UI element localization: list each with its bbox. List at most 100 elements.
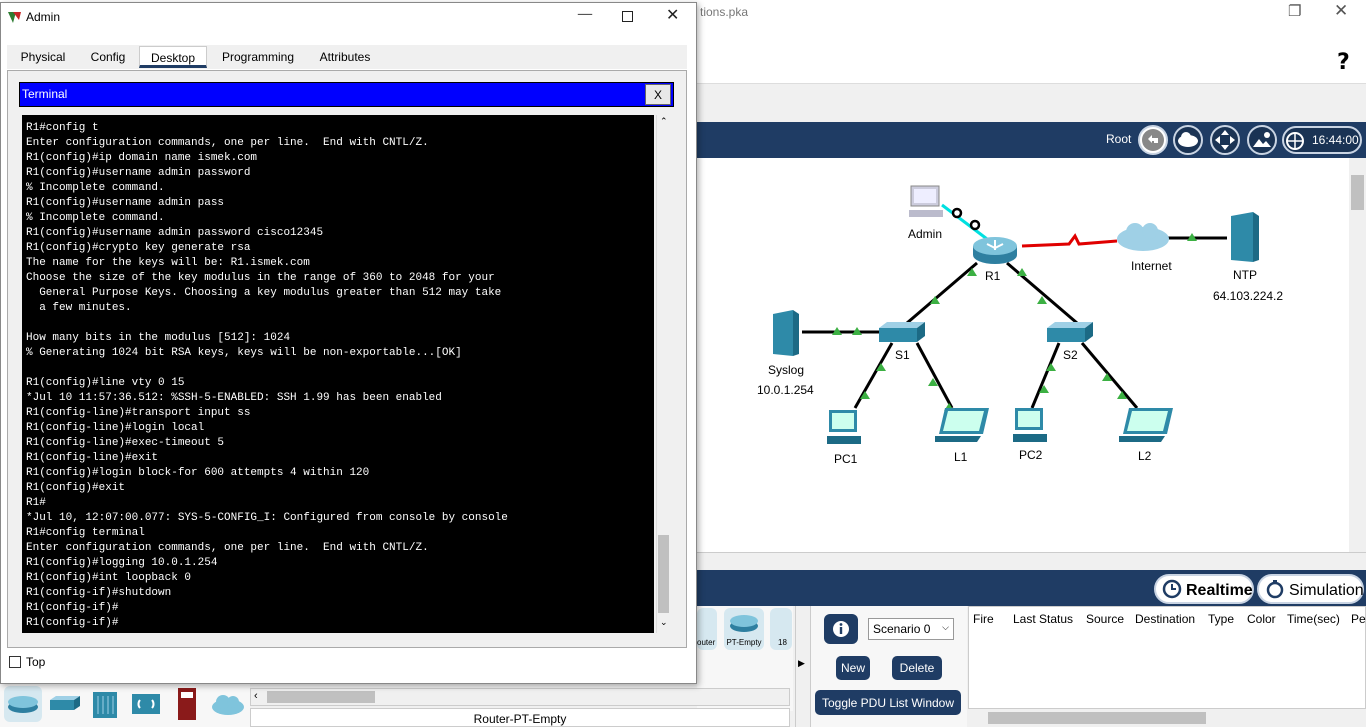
close-main-icon[interactable]: ✕ (1334, 1, 1349, 21)
terminal-line: R1(config)#ip domain name ismek.com (26, 152, 258, 164)
security-category-icon[interactable] (176, 686, 198, 722)
main-window-title: tions.pka (700, 5, 749, 19)
hubs-category-icon[interactable] (90, 688, 120, 720)
s1-switch-icon[interactable] (877, 320, 927, 346)
maximize-icon[interactable] (622, 11, 633, 22)
restore-icon[interactable]: ❐ (1288, 2, 1302, 20)
col-source[interactable]: Source (1086, 612, 1125, 626)
terminal-line: R1(config-line)#transport input ss (26, 407, 251, 419)
pc2-icon[interactable] (1011, 406, 1055, 446)
l1-label: L1 (954, 450, 968, 464)
terminal-line: *Jul 10 11:57:36.512: %SSH-5-ENABLED: SS… (26, 392, 442, 404)
terminal-line: *Jul 10, 12:07:00.077: SYS-5-CONFIG_I: C… (26, 512, 508, 524)
image-icon[interactable] (1247, 125, 1277, 155)
device-item-18[interactable]: 18 (770, 608, 792, 650)
switches-category-icon[interactable] (48, 694, 82, 714)
col-type[interactable]: Type (1208, 612, 1235, 626)
terminal-line: Enter configuration commands, one per li… (26, 137, 429, 149)
stopwatch-icon (1265, 579, 1285, 604)
terminal-scroll-thumb[interactable] (658, 535, 669, 613)
wan-emulation-category-icon[interactable] (210, 692, 246, 716)
terminal-line: R1(config)#int loopback 0 (26, 572, 192, 584)
new-button[interactable]: New (836, 656, 870, 680)
tab-config[interactable]: Config (90, 50, 126, 64)
device-scroll-thumb[interactable] (267, 691, 375, 703)
pc1-label: PC1 (834, 452, 858, 466)
admin-pc-icon[interactable] (907, 184, 947, 222)
internet-cloud-icon[interactable] (1115, 221, 1171, 253)
col-last-status[interactable]: Last Status (1013, 612, 1074, 626)
col-fire[interactable]: Fire (973, 612, 994, 626)
toggle-pdu-list-button[interactable]: Toggle PDU List Window (815, 690, 961, 715)
terminal-line: R1(config)#username admin password cisco… (26, 227, 324, 239)
pdu-list-table (968, 606, 1366, 709)
col-periodic[interactable]: Pe (1351, 612, 1366, 626)
device-item-outer[interactable]: outer (697, 608, 717, 650)
tab-attributes[interactable]: Attributes (319, 50, 371, 64)
pc2-label: PC2 (1019, 448, 1043, 462)
terminal-line: Enter configuration commands, one per li… (26, 542, 429, 554)
pdu-scroll-thumb[interactable] (988, 712, 1206, 724)
move-icon[interactable] (1210, 125, 1240, 155)
dialog-close-icon[interactable]: ✕ (666, 5, 680, 24)
r1-router-icon[interactable] (971, 236, 1019, 266)
minimize-icon[interactable]: — (577, 4, 593, 23)
terminal-line: R1(config)#exit (26, 482, 126, 494)
terminal-close-button[interactable]: X (645, 84, 671, 105)
chevron-down-icon: ⌵ (942, 622, 949, 632)
col-destination[interactable]: Destination (1135, 612, 1196, 626)
canvas-horizontal-scrollbar[interactable] (697, 552, 1366, 570)
r1-label: R1 (985, 269, 1001, 283)
scroll-left-icon[interactable]: ‹ (254, 690, 258, 702)
router-icon (730, 615, 758, 632)
terminal-line: R1(config)#username admin pass (26, 197, 225, 209)
top-checkbox[interactable] (9, 656, 21, 668)
s2-switch-icon[interactable] (1045, 320, 1095, 346)
canvas-vertical-scrollbar[interactable] (1349, 158, 1366, 552)
expand-arrow-icon[interactable]: ▶ (795, 606, 809, 727)
terminal-line: % Incomplete command. (26, 182, 165, 194)
s1-label: S1 (895, 348, 910, 362)
l1-laptop-icon[interactable] (933, 406, 991, 444)
col-color[interactable]: Color (1247, 612, 1276, 626)
pdu-horizontal-scrollbar[interactable] (968, 709, 1366, 727)
pc1-icon[interactable] (825, 408, 869, 448)
syslog-server-icon[interactable] (769, 308, 803, 360)
col-time[interactable]: Time(sec) (1287, 612, 1340, 626)
ntp-server-icon[interactable] (1227, 210, 1261, 266)
terminal-line: How many bits in the modulus [512]: 1024 (26, 332, 291, 344)
terminal-line: The name for the keys will be: R1.ismek.… (26, 257, 310, 269)
terminal-scrollbar[interactable]: ⌃ ⌄ (656, 115, 671, 633)
device-horizontal-scrollbar[interactable]: ‹ (250, 688, 790, 706)
scroll-down-icon[interactable]: ⌄ (660, 617, 668, 627)
simulation-button[interactable]: Simulation (1257, 574, 1364, 604)
tab-desktop[interactable]: Desktop (139, 46, 207, 68)
terminal-line: R1#config terminal (26, 527, 145, 539)
scenario-select[interactable]: Scenario 0 ⌵ (868, 618, 954, 640)
tab-physical[interactable]: Physical (20, 50, 66, 64)
scroll-up-icon[interactable]: ⌃ (660, 116, 668, 126)
globe-icon (1285, 131, 1305, 154)
terminal-line: R1(config)#line vty 0 15 (26, 377, 185, 389)
back-icon[interactable] (1138, 125, 1168, 155)
canvas-scroll-thumb[interactable] (1351, 175, 1364, 210)
topology-canvas[interactable]: Admin R1 Internet NTP 64.103.224.2 Syslo… (697, 158, 1349, 552)
wireless-category-icon[interactable] (130, 690, 162, 718)
l2-laptop-icon[interactable] (1117, 406, 1175, 444)
cloud-icon[interactable] (1173, 125, 1203, 155)
device-item-pt-empty[interactable]: PT-Empty (724, 608, 764, 650)
ntp-ip-label: 64.103.224.2 (1213, 289, 1284, 303)
terminal-line: General Purpose Keys. Choosing a key mod… (26, 287, 502, 299)
terminal-line: R1(config-line)#exec-timeout 5 (26, 437, 225, 449)
info-icon (833, 621, 849, 637)
info-button[interactable] (824, 614, 858, 644)
tab-programming[interactable]: Programming (221, 50, 295, 64)
routers-category-icon[interactable] (4, 686, 42, 722)
s2-label: S2 (1063, 348, 1078, 362)
realtime-button[interactable]: Realtime (1154, 574, 1254, 604)
packet-tracer-icon (8, 12, 21, 23)
main-toolbar (697, 44, 1366, 84)
help-button[interactable]: ? (1337, 50, 1350, 75)
delete-button[interactable]: Delete (892, 656, 942, 680)
